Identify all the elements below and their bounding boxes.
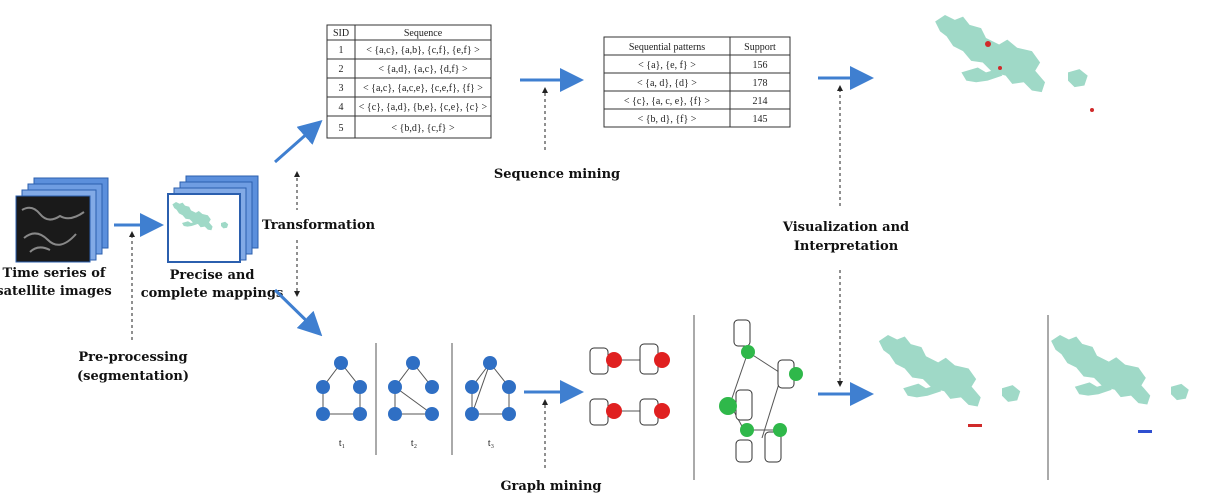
graph-node <box>773 423 787 437</box>
mapping-image-stack <box>167 175 259 263</box>
pattern-row-support: 178 <box>753 78 768 89</box>
graph-node <box>316 407 330 421</box>
graph-node <box>606 403 622 419</box>
arrow-to-graphs <box>273 288 323 337</box>
seq-row-sequence: < {a,c}, {a,b}, {c,f}, {e,f} > <box>366 45 480 56</box>
seq-row-sid: 1 <box>339 45 344 56</box>
visualization-label-line2: Interpretation <box>794 239 899 254</box>
seq-row-sid: 3 <box>339 83 344 94</box>
graph-node <box>425 407 439 421</box>
graph-subscript-t3: t₃ <box>488 438 494 449</box>
seq-header-sid: SID <box>333 28 349 39</box>
satellite-image-stack <box>15 177 109 263</box>
arrow-to-sequence-table <box>274 120 323 164</box>
transformation-label: Transformation <box>262 218 376 233</box>
graph-node <box>353 380 367 394</box>
mappings-label-line2: complete mappings <box>141 286 284 301</box>
preprocessing-label-line2: (segmentation) <box>77 369 189 384</box>
graph-node <box>406 356 420 370</box>
frequent-subgraph-red <box>589 343 670 426</box>
top-result-map <box>935 15 1094 112</box>
graph-node <box>425 380 439 394</box>
time-series-label-line1: Time series of <box>3 266 107 281</box>
sequence-table: SID Sequence 1 < {a,c}, {a,b}, {c,f}, {e… <box>326 24 492 139</box>
seq-row-sequence: < {a,d}, {a,c}, {d,f} > <box>378 64 468 75</box>
pattern-row-pattern: < {c}, {a, c, e}, {f} > <box>624 96 711 107</box>
preprocessing-label-line1: Pre-processing <box>78 350 187 365</box>
graph-node <box>654 352 670 368</box>
seq-row-sequence: < {b,d}, {c,f} > <box>391 123 455 134</box>
graph-node <box>789 367 803 381</box>
seq-row-sid: 4 <box>339 102 344 113</box>
graph-node <box>654 403 670 419</box>
graph-node <box>334 356 348 370</box>
pattern-row-pattern: < {a, d}, {d} > <box>637 78 697 89</box>
pattern-header-support: Support <box>744 42 776 53</box>
mappings-label-line1: Precise and <box>170 268 255 283</box>
graph-subscript-t2: t₂ <box>411 438 417 449</box>
sequence-mining-label: Sequence mining <box>494 167 620 182</box>
graph-node <box>740 423 754 437</box>
pattern-row-pattern: < {b, d}, {f} > <box>638 114 697 125</box>
seq-row-sid: 2 <box>339 64 344 75</box>
visualization-label-line1: Visualization and <box>782 220 909 235</box>
graph-node <box>606 352 622 368</box>
time-series-label-line2: satellite images <box>0 284 112 299</box>
seq-header-sequence: Sequence <box>404 28 443 39</box>
graph-mining-label: Graph mining <box>500 479 601 494</box>
graph-subscript-t1: t₁ <box>339 438 345 449</box>
graph-node <box>502 407 516 421</box>
graph-node <box>388 407 402 421</box>
graph-panel-t2 <box>388 356 439 421</box>
graph-node <box>465 380 479 394</box>
seq-row-sequence: < {a,c}, {a,c,e}, {c,e,f}, {f} > <box>363 83 483 94</box>
graph-node <box>741 345 755 359</box>
graph-node <box>719 397 737 415</box>
sequential-patterns-table: Sequential patterns Support < {a}, {e, f… <box>603 36 791 128</box>
graph-node <box>483 356 497 370</box>
pattern-row-support: 156 <box>753 60 768 71</box>
pattern-row-pattern: < {a}, {e, f} > <box>638 60 696 71</box>
seq-row-sequence: < {c}, {a,d}, {b,e}, {c,e}, {c} > <box>359 102 488 113</box>
bottom-result-map-right <box>1051 335 1189 433</box>
graph-node <box>465 407 479 421</box>
graph-node <box>353 407 367 421</box>
graph-node <box>388 380 402 394</box>
pattern-row-support: 214 <box>753 96 768 107</box>
graph-node <box>502 380 516 394</box>
graph-panel-t1 <box>316 356 367 421</box>
seq-row-sid: 5 <box>339 123 344 134</box>
bottom-result-map-left <box>878 335 1021 427</box>
pattern-row-support: 145 <box>753 114 768 125</box>
graph-panel-t3 <box>465 356 516 421</box>
graph-node <box>316 380 330 394</box>
frequent-subgraph-green <box>719 319 803 463</box>
pattern-header-patterns: Sequential patterns <box>629 42 705 53</box>
